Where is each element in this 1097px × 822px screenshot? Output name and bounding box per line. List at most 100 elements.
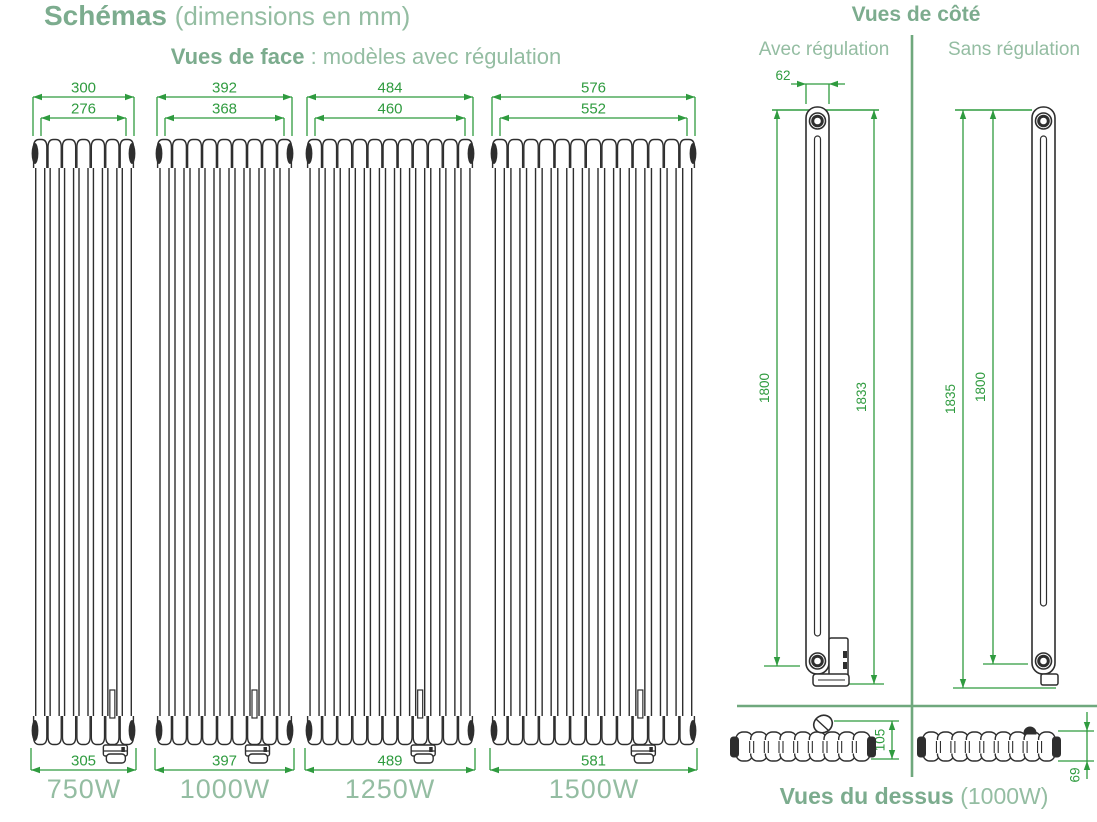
valve-knob [263,747,267,752]
radiator-top-hump [216,138,233,168]
valve-feed [251,689,258,719]
front-views-heading-bold: Vues de face [170,44,305,69]
radiator-bottom-hump [507,716,524,746]
power-label-1000w: 1000W [179,774,271,804]
radiator-bottom-hump [76,716,91,746]
radiator-top-hump [569,138,586,168]
radiator-bottom-hump [231,716,248,746]
plug-bump [1023,726,1037,735]
radiator-tube [557,159,568,725]
dim-arrow [797,80,806,88]
dim-arrow [125,93,134,101]
end-cap [31,143,39,164]
radiator-bottom-hump [382,716,398,746]
valve-cap [413,753,434,764]
valve-feed [417,689,424,719]
radiator-tube [510,159,521,725]
dim-arrow [466,766,475,774]
side-view-left-label: Avec régulation [758,39,890,60]
valve-cap [105,753,127,764]
page-title: Schémas (dimensions en mm) [44,0,410,32]
bottom-foot [1040,673,1059,686]
radiator-tube [204,159,215,725]
dim-arrow [157,93,166,101]
side-view-right-label: Sans régulation [947,39,1081,60]
dim-text: 368 [212,101,237,118]
radiator-top-hump [538,138,555,168]
radiator-bottom-hump [90,716,106,746]
top-view-band [928,740,1050,754]
radiator-tube [430,159,441,725]
radiator-bottom-hump [105,716,120,746]
dim-arrow [315,114,324,122]
dim-arrow [155,766,164,774]
dim-text: 489 [377,753,402,770]
end-cap [917,736,926,758]
radiator-tube [159,159,170,725]
end-cap [128,720,136,741]
side-views-heading: Vues de côté [852,3,981,27]
radiator-bottom-hump [601,716,618,746]
radiator-bottom-hump [616,716,633,746]
radiator-tube [572,159,584,725]
radiator-bottom-hump [47,716,62,746]
dim-arrow [989,110,997,119]
radiator-tube [414,159,426,725]
radiator-tube [494,159,506,725]
radiator-tube [445,159,456,725]
radiator-top-hump [412,138,428,168]
radiator-top-hump [663,138,680,168]
radiator-bottom-hump [321,716,338,746]
dim-arrow [959,679,967,688]
end-cap [128,143,136,164]
power-label-750w: 750W [46,774,122,804]
front-views-heading: Vues de face : modèles avec régulation [171,44,562,70]
regulation-knob-line [815,718,830,732]
dim-arrow [307,93,316,101]
end-cap [689,143,697,164]
radiator-top-hump [442,138,459,168]
radiator-tube [234,159,245,725]
dim-arrow [888,721,896,730]
radiator-top-hump [367,138,383,168]
radiator-top-hump [601,138,618,168]
top-view-band [741,740,865,754]
radiator-tube [49,159,60,725]
radiator-bottom-hump [648,716,664,746]
dim-arrow [305,766,314,774]
end-cap [467,720,475,741]
radiator-top-hump [76,138,91,168]
top-views-heading: Vues du dessus (1000W) [780,783,1049,810]
radiator-top-hump [201,138,218,168]
dim-text: 105 [873,729,888,752]
radiator-bottom-hump [554,716,571,746]
radiator-top-hump [616,138,633,168]
radiator-top-hump [105,138,120,168]
dim-arrow [500,114,509,122]
radiator-tube [681,159,693,725]
end-cap [286,143,294,164]
radiator-top-hump [321,138,338,168]
dim-text: 300 [71,80,96,97]
dim-arrow [870,110,878,119]
end-cap [305,720,313,741]
radiator-bottom-hump [186,716,203,746]
dim-arrow [773,657,781,666]
dim-arrow [464,93,473,101]
radiator-top-hump [382,138,398,168]
dim-text: 460 [377,101,402,118]
radiator-top-hump [246,138,263,168]
radiator-top-hump [61,138,77,168]
dim-arrow [688,766,697,774]
radiator-bottom-hump [261,716,278,746]
dim-arrow [283,93,292,101]
radiator-bottom-hump [442,716,459,746]
radiator-bottom-hump [538,716,555,746]
bottom-bung-ring [811,654,824,668]
radiator-tube [369,159,381,725]
radiator-tube [525,159,537,725]
dim-arrow [1083,722,1091,731]
radiator-bottom-hump [523,716,539,746]
dim-text: 1800 [757,373,772,403]
